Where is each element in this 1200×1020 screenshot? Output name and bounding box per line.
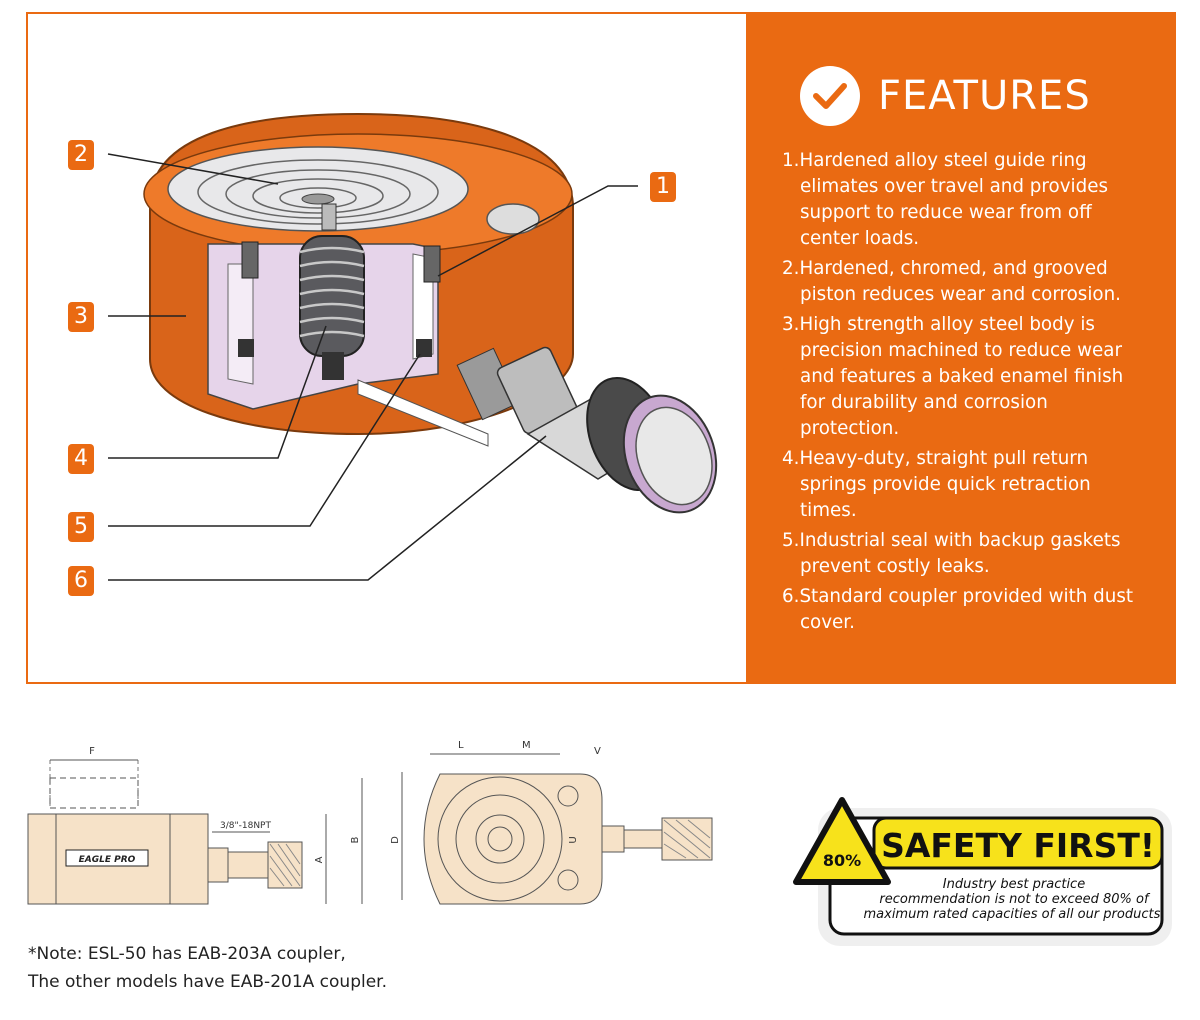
dim-f-label: F — [89, 746, 95, 757]
callout-6: 6 — [68, 566, 94, 596]
dim-d-label: D — [390, 836, 401, 844]
safety-first-badge: SAFETY FIRST! Industry best practice rec… — [793, 797, 1172, 946]
callout-1: 1 — [650, 172, 676, 202]
features-title: FEATURES — [878, 73, 1091, 119]
checkmark-icon — [800, 66, 860, 126]
port-label: 3/8"-18NPT — [220, 821, 271, 831]
callout-5: 5 — [68, 512, 94, 542]
feature-item: 1.Hardened alloy steel guide ring elimat… — [782, 150, 1108, 249]
side-view-drawing: F EAGLE PRO 3/8"-18NPT A B — [27, 746, 363, 905]
cylinder-cutaway-diagram — [107, 112, 718, 581]
features-panel: FEATURES 1.Hardened alloy steel guide ri… — [746, 14, 1175, 683]
brand-label: EAGLE PRO — [79, 855, 136, 865]
callout-2: 2 — [68, 140, 94, 170]
seal-left — [238, 339, 254, 357]
callout-4: 4 — [68, 444, 94, 474]
safety-title: SAFETY FIRST! — [881, 826, 1155, 865]
coupler-note: *Note: ESL-50 has EAB-203A coupler, The … — [28, 940, 387, 996]
technical-drawings: F EAGLE PRO 3/8"-18NPT A B L M V D U — [27, 740, 713, 905]
features-list: 1.Hardened alloy steel guide ring elimat… — [782, 148, 1152, 640]
return-spring — [299, 235, 365, 357]
feature-item: 6.Standard coupler provided with dust co… — [782, 586, 1134, 633]
dim-b-label: B — [350, 836, 361, 843]
dim-u-label: U — [568, 836, 579, 843]
dim-m-label: M — [522, 740, 531, 751]
feature-item: 4.Heavy-duty, straight pull return sprin… — [782, 448, 1091, 521]
safety-percent: 80% — [823, 851, 861, 870]
safety-line-2: recommendation is not to exceed 80% of — [879, 892, 1151, 907]
piston-top — [167, 146, 469, 232]
feature-item: 5.Industrial seal with backup gaskets pr… — [782, 530, 1121, 577]
safety-line-1: Industry best practice — [943, 877, 1085, 892]
feature-item: 2.Hardened, chromed, and grooved piston … — [782, 258, 1121, 305]
coupler — [456, 346, 718, 514]
top-view-drawing: L M V D U — [390, 740, 713, 905]
dim-a-label: A — [314, 856, 325, 863]
safety-line-3: maximum rated capacities of all our prod… — [864, 907, 1165, 922]
callout-3: 3 — [68, 302, 94, 332]
top-port-hole — [486, 203, 540, 235]
features-header: FEATURES — [800, 66, 1091, 126]
guide-ring-left — [241, 241, 259, 279]
guide-ring-right — [423, 245, 441, 283]
seal-right — [416, 339, 432, 357]
warning-triangle-icon — [793, 797, 891, 885]
dim-l-label: L — [458, 740, 464, 751]
feature-item: 3.High strength alloy steel body is prec… — [782, 314, 1124, 439]
note-line-2: The other models have EAB-201A coupler. — [28, 972, 388, 992]
note-line-1: *Note: ESL-50 has EAB-203A coupler, — [28, 944, 346, 964]
dim-v-label: V — [594, 746, 601, 757]
